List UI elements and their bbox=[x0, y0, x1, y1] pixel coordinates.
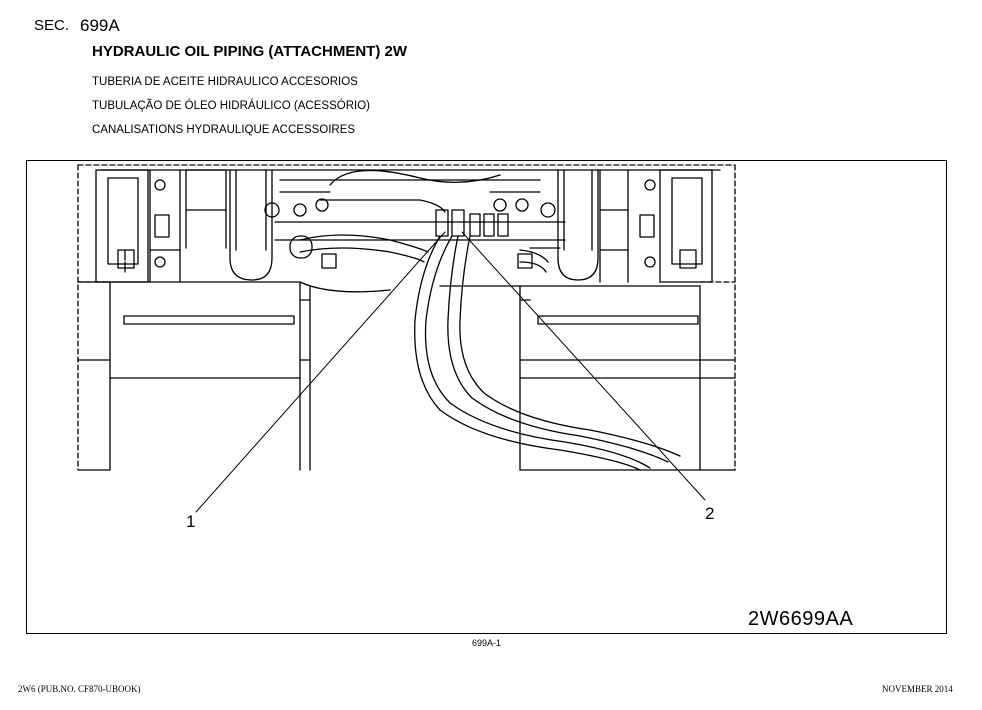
footer-publication: 2W6 (PUB.NO. CF870-UBOOK) bbox=[18, 684, 141, 694]
carriage-frame bbox=[77, 281, 736, 471]
callout-number-2: 2 bbox=[705, 504, 715, 523]
footer-date: NOVEMBER 2014 bbox=[882, 684, 953, 694]
leader-lines bbox=[195, 231, 706, 513]
left-mast bbox=[95, 169, 181, 283]
subtitle-portuguese: TUBULAÇÃO DE ÓLEO HIDRÁULICO (ACESSÓRIO) bbox=[92, 100, 370, 112]
fittings bbox=[264, 198, 556, 269]
subtitle-spanish: TUBERIA DE ACEITE HIDRAULICO ACCESORIOS bbox=[92, 76, 358, 88]
subtitle-french: CANALISATIONS HYDRAULIQUE ACCESSOIRES bbox=[92, 124, 356, 136]
figure-code: 2W6699AA bbox=[748, 608, 854, 630]
section-number: 699A bbox=[80, 16, 120, 35]
figure-reference: 699A-1 bbox=[472, 638, 502, 648]
page-title: HYDRAULIC OIL PIPING (ATTACHMENT) 2W bbox=[92, 43, 407, 60]
cylinders bbox=[229, 169, 599, 281]
cross-beams bbox=[99, 169, 721, 249]
section-label: SEC. bbox=[34, 17, 70, 34]
right-mast bbox=[599, 169, 713, 283]
hydraulic-hoses bbox=[299, 234, 681, 471]
callout-number-1: 1 bbox=[186, 512, 196, 531]
figure-frame bbox=[26, 160, 947, 634]
